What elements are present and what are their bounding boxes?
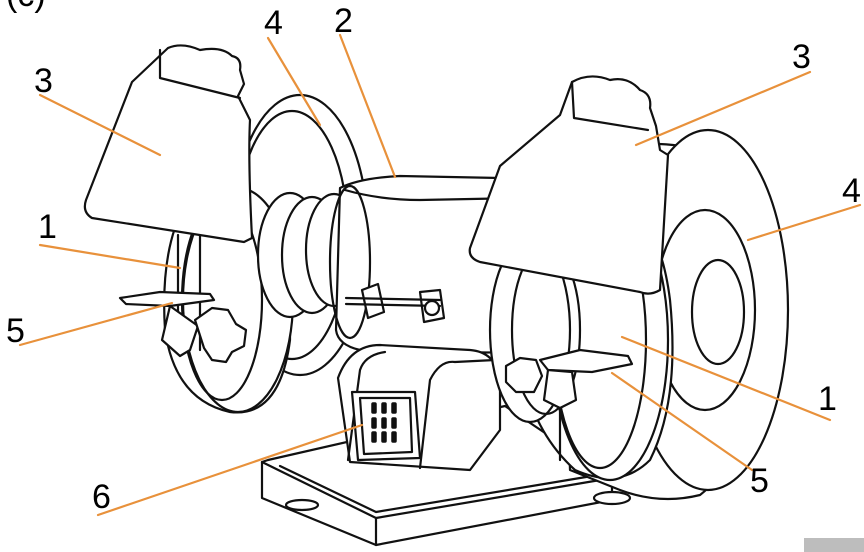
corner-tab	[804, 538, 864, 552]
right-tool-rest	[504, 348, 634, 410]
callout-labels: 3 4 2 3 4 1 5 6 1 5	[6, 2, 861, 516]
callout-right-wheel: 1	[818, 380, 837, 418]
callout-switch: 6	[92, 478, 111, 516]
left-tool-rest	[118, 290, 248, 364]
callout-right-tool-rest: 5	[750, 462, 769, 500]
callout-right-wheel-guard: 4	[842, 172, 861, 210]
callout-left-wheel-guard: 4	[264, 4, 283, 42]
right-eye-shield	[468, 75, 670, 295]
leader-lines	[18, 33, 862, 517]
shaft-adjuster	[344, 282, 446, 324]
power-switch	[350, 390, 422, 462]
callout-motor-housing: 2	[334, 2, 353, 40]
callout-left-tool-rest: 5	[6, 312, 25, 350]
panel-tag: (c)	[6, 0, 46, 14]
grinder-base	[260, 404, 632, 547]
callout-left-wheel: 1	[38, 208, 57, 246]
left-eye-shield	[83, 44, 254, 244]
callout-right-eye-shield: 3	[792, 38, 811, 76]
callout-left-eye-shield: 3	[34, 62, 53, 100]
